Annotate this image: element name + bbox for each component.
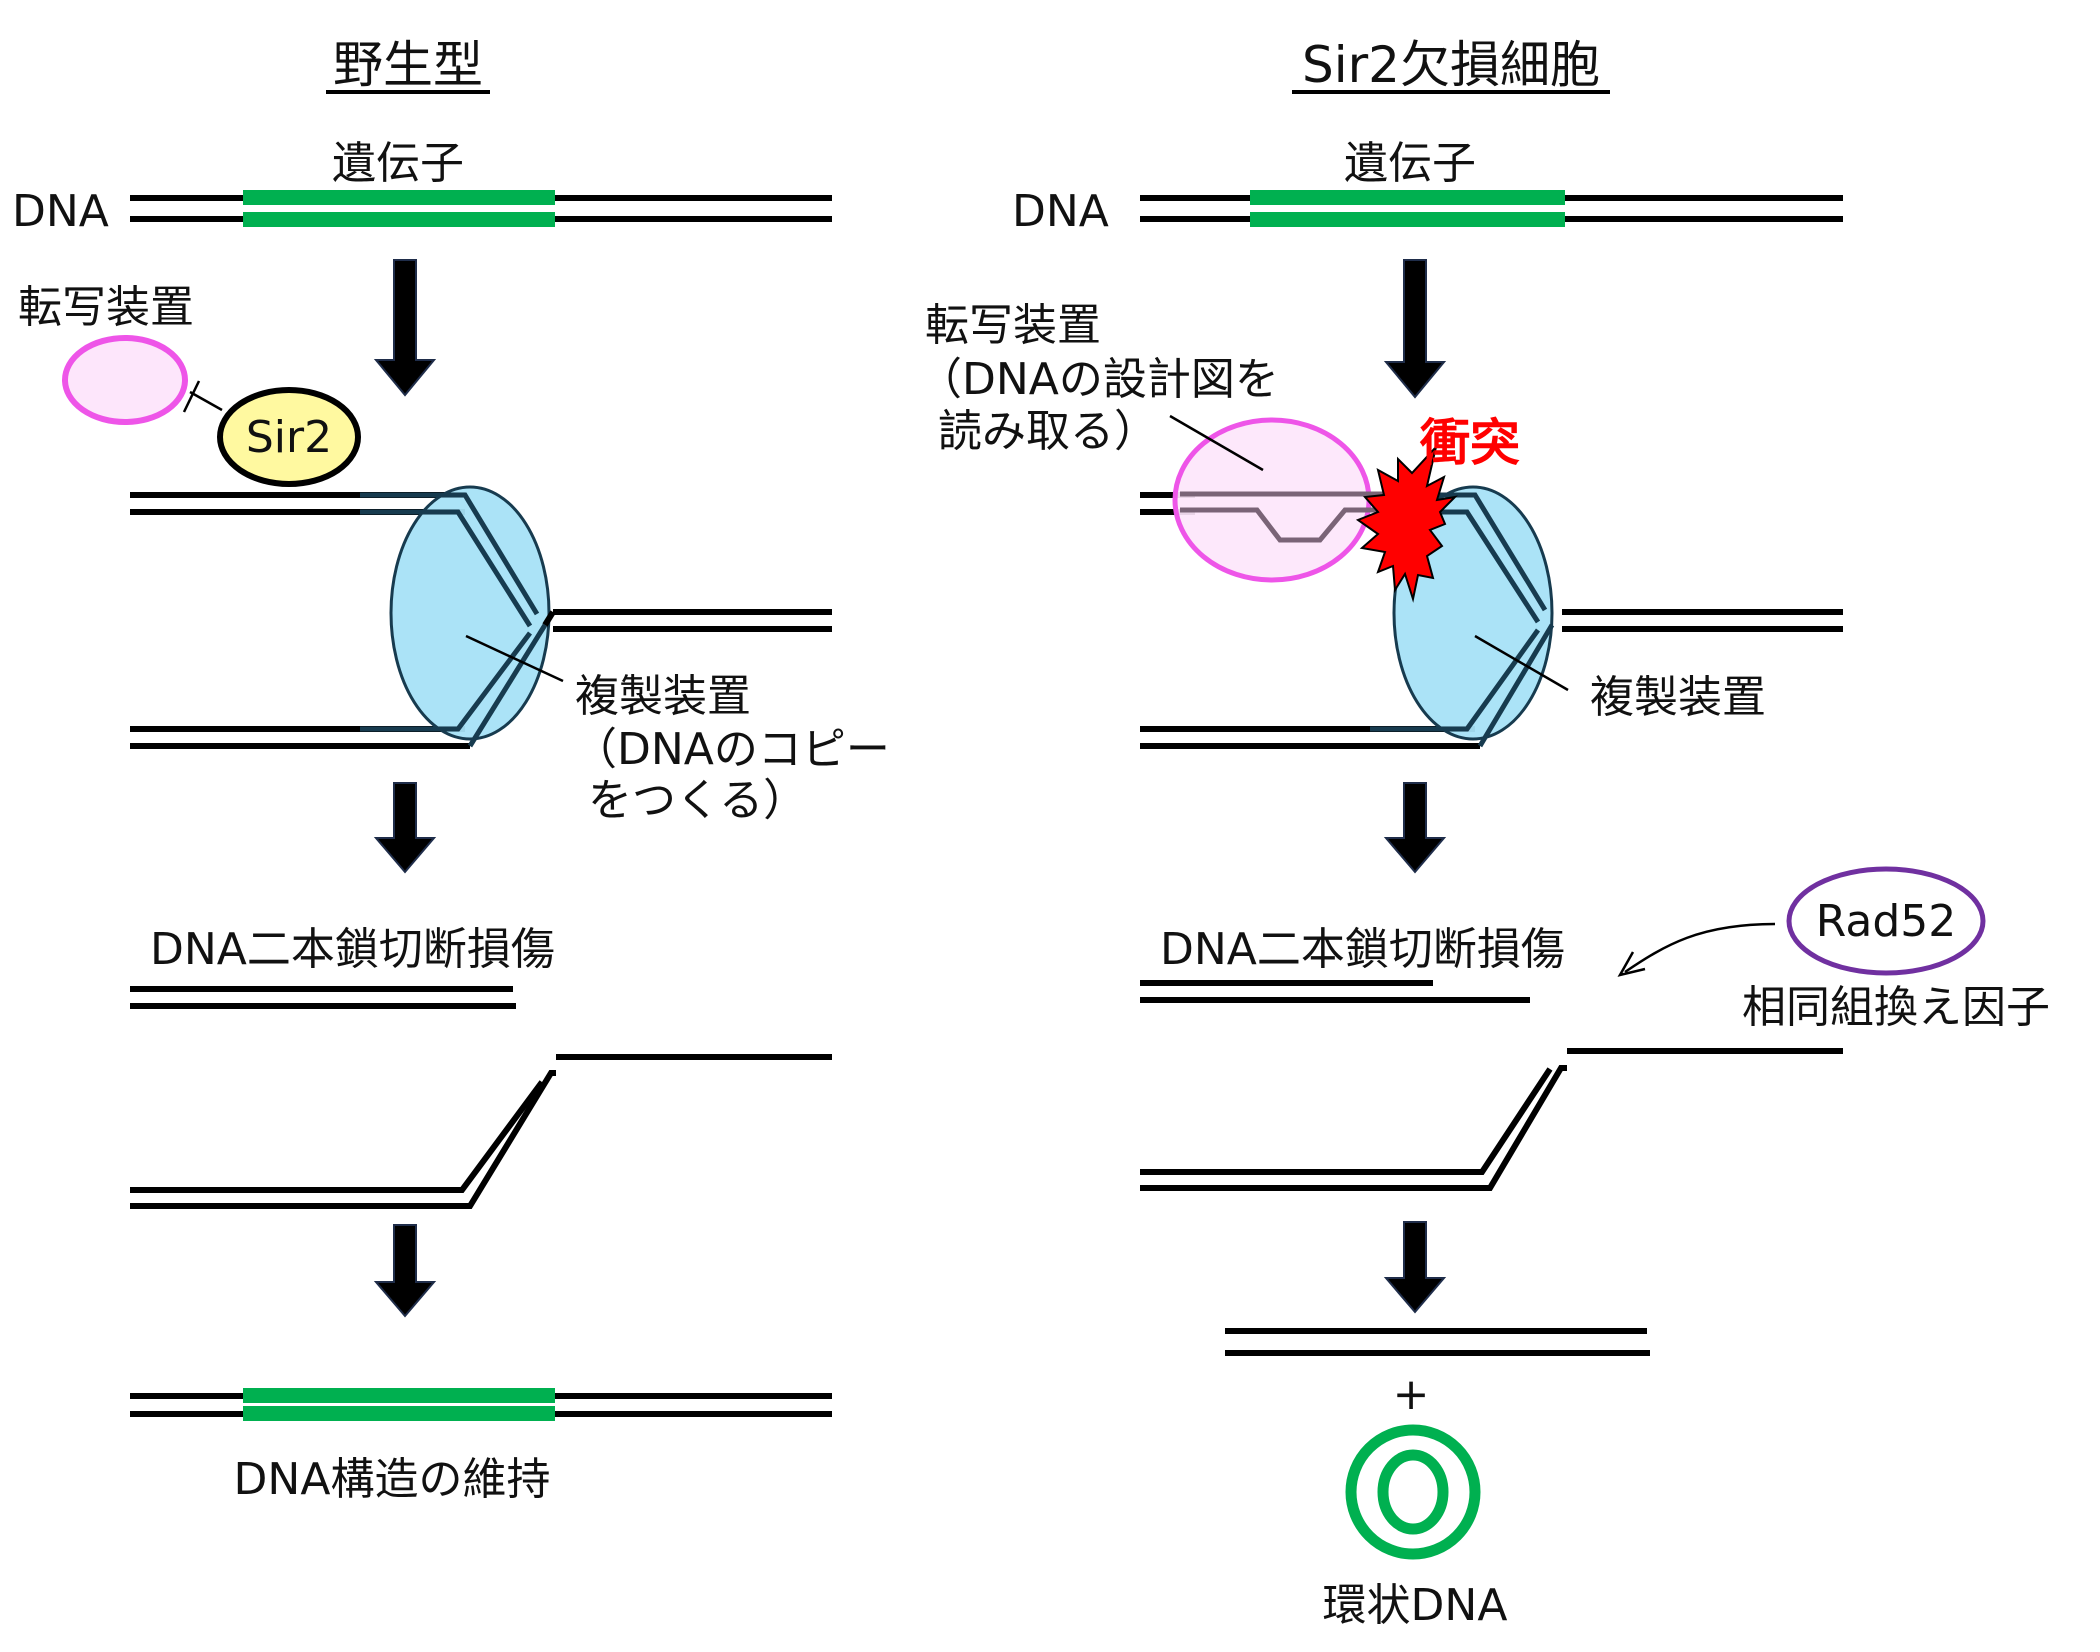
- plus-sign: +: [1393, 1369, 1430, 1420]
- collision-fork: [1140, 417, 1843, 749]
- linear-dna-product: [1225, 1328, 1650, 1356]
- transcription-label: 転写装置: [18, 282, 194, 333]
- inhibition-line: [189, 390, 223, 412]
- broken-dna: [1140, 980, 1843, 1191]
- transcription-bubble: [1180, 507, 1392, 543]
- label-pointer: [465, 634, 564, 683]
- dsb-label: DNA二本鎖切断損傷: [150, 924, 555, 975]
- replication-machinery: [389, 485, 551, 741]
- transcription-desc-line3: 読み取る）: [938, 406, 1158, 457]
- gene-segment: [243, 1406, 555, 1421]
- down-arrow-icon: [373, 1224, 437, 1318]
- rad52-pointer: [1624, 922, 1776, 974]
- replication-fork: [130, 485, 832, 749]
- result-label: DNA構造の維持: [234, 1454, 551, 1505]
- panel-title-wild-type: 野生型: [333, 36, 483, 94]
- collision-label: 衝突: [1419, 414, 1520, 472]
- dna-with-gene-top: [130, 190, 832, 227]
- arrowhead-icon: [1617, 951, 1646, 977]
- dna-with-gene-top: [1140, 190, 1843, 227]
- dna-label: DNA: [1012, 186, 1109, 237]
- rad52-label: Rad52: [1816, 896, 1957, 947]
- replication-label: 複製装置: [1590, 672, 1766, 723]
- panel-wild-type: 野生型 遺伝子 DNA 転写装置 Sir2: [12, 36, 890, 1505]
- dna-label: DNA: [12, 186, 109, 237]
- replication-desc-line2: （DNAのコピー: [573, 724, 890, 775]
- label-pointer: [1474, 634, 1569, 692]
- collision-burst-icon: [1355, 443, 1458, 603]
- transcription-machinery: [1172, 417, 1372, 583]
- gene-segment: [1250, 212, 1565, 227]
- sir2-protein: [217, 387, 361, 487]
- rad52-desc: 相同組換え因子: [1742, 982, 2050, 1033]
- broken-dna: [130, 986, 832, 1209]
- result-label: 環状DNA: [1323, 1580, 1508, 1631]
- down-arrow-icon: [373, 782, 437, 874]
- gene-segment: [243, 190, 555, 205]
- down-arrow-icon: [1383, 782, 1447, 874]
- gene-label: 遺伝子: [332, 138, 464, 189]
- circular-dna-icon: [1345, 1424, 1481, 1560]
- gene-label: 遺伝子: [1344, 138, 1476, 189]
- inhibition-bar: [182, 380, 201, 413]
- dsb-label: DNA二本鎖切断損傷: [1160, 924, 1565, 975]
- repaired-dna: [130, 1388, 832, 1421]
- down-arrow-icon: [1383, 1221, 1447, 1314]
- transcription-machinery: [62, 335, 188, 425]
- gene-segment: [1250, 190, 1565, 205]
- gene-segment: [243, 212, 555, 227]
- sir2-label: Sir2: [246, 412, 332, 463]
- down-arrow-icon: [373, 259, 437, 397]
- label-pointer: [1169, 414, 1264, 472]
- replication-desc-line3: をつくる）: [588, 775, 807, 826]
- panel-sir2-deletion: Sir2欠損細胞 遺伝子 DNA 転写装置 （DNAの設計図を 読み取る）: [918, 36, 2050, 1631]
- transcription-label: 転写装置: [925, 300, 1101, 351]
- transcription-desc-line2: （DNAの設計図を: [918, 354, 1279, 405]
- gene-segment: [243, 1388, 555, 1403]
- replication-label: 複製装置: [575, 671, 751, 722]
- down-arrow-icon: [1383, 259, 1447, 399]
- rad52-protein: [1786, 866, 1986, 976]
- panel-title-sir2-deletion: Sir2欠損細胞: [1302, 36, 1600, 94]
